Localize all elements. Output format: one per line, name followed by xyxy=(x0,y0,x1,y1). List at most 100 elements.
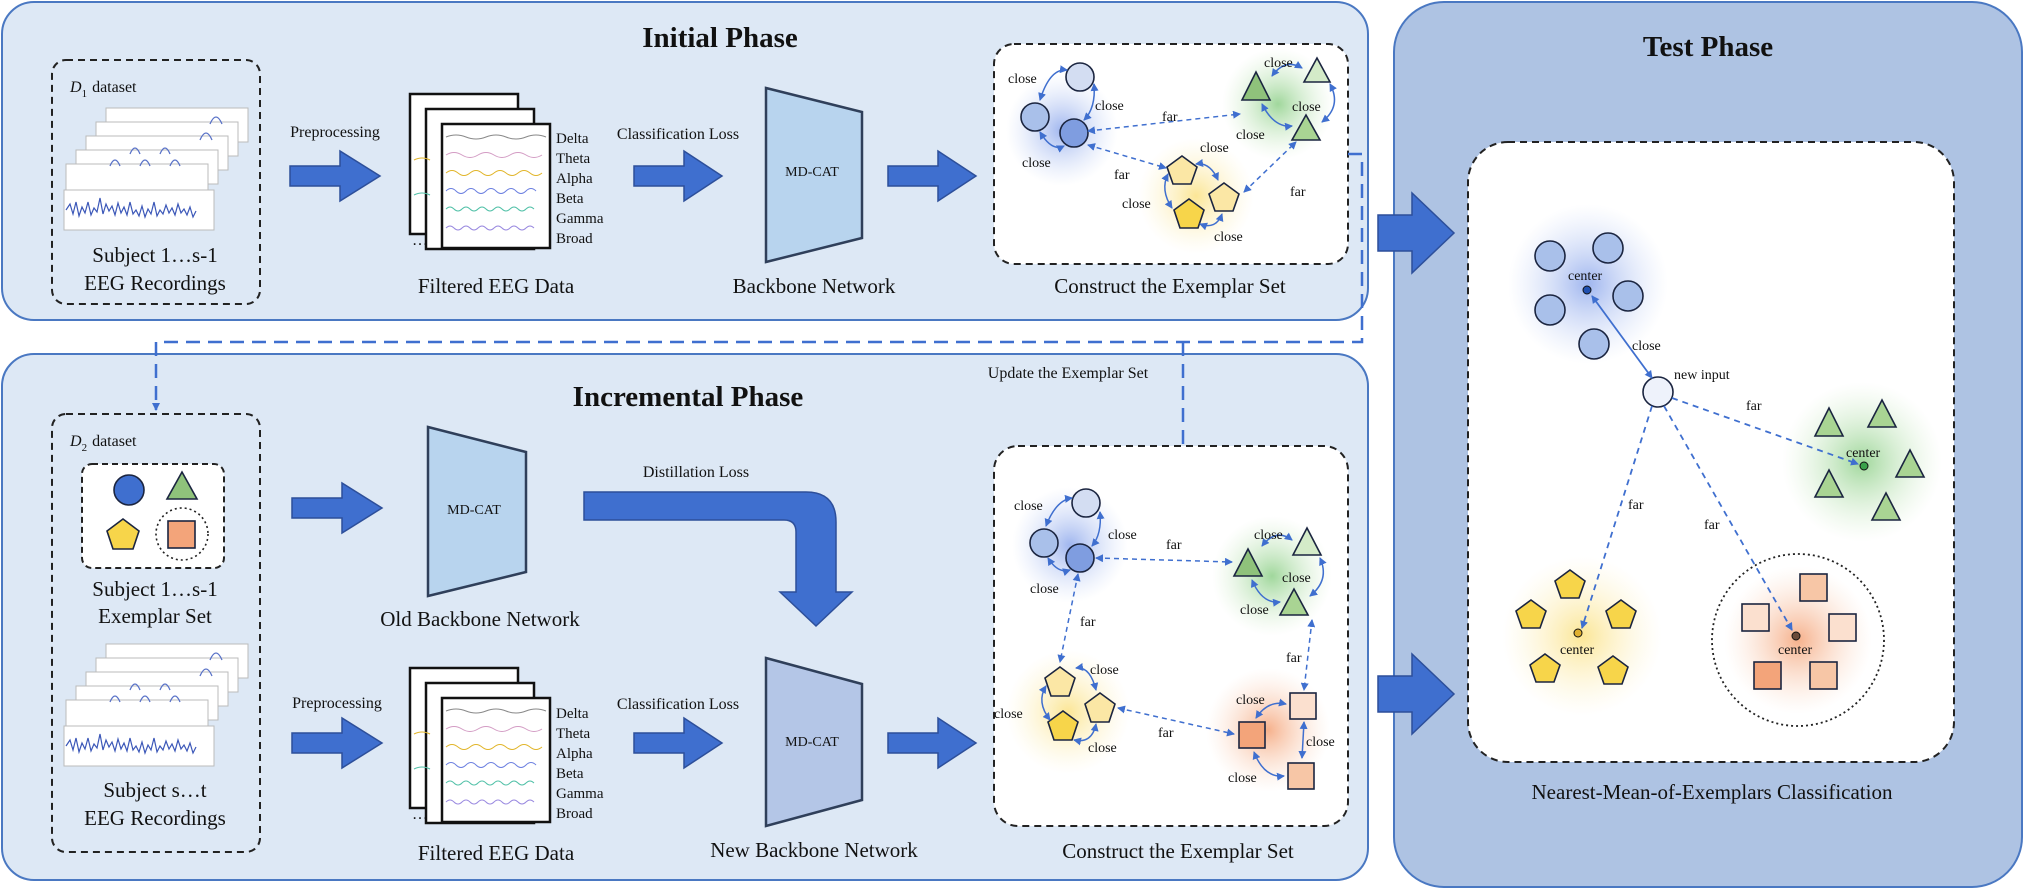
update-exemplar-label: Update the Exemplar Set xyxy=(988,365,1149,382)
svg-text:Broad: Broad xyxy=(556,231,593,247)
initial-backbone-label: Backbone Network xyxy=(733,274,896,298)
pentagon-class-icon xyxy=(106,518,140,550)
test-far-green: far xyxy=(1746,399,1762,414)
pentagon-class-icon xyxy=(1597,655,1629,685)
svg-text:close: close xyxy=(1236,128,1265,143)
initial-dots: … xyxy=(412,232,428,249)
circle-class-icon xyxy=(1578,328,1610,360)
square-class-icon xyxy=(1799,573,1828,602)
circle-class-icon xyxy=(1029,528,1059,558)
svg-text:Delta: Delta xyxy=(556,706,589,722)
triangle-class-icon xyxy=(1290,113,1322,141)
pentagon-class-icon xyxy=(1173,198,1205,229)
triangle-class-icon xyxy=(165,470,199,500)
circle-class-icon xyxy=(1065,543,1095,573)
block-arrow-icon xyxy=(291,481,384,535)
svg-text:Beta: Beta xyxy=(556,191,584,207)
svg-text:Theta: Theta xyxy=(556,726,590,742)
d2-exemplar-line2: Exemplar Set xyxy=(98,604,212,628)
triangle-class-icon xyxy=(1813,406,1845,437)
incremental-phase-title: Incremental Phase xyxy=(573,381,804,413)
test-far-orange: far xyxy=(1704,518,1720,533)
distillation-arrow-icon xyxy=(583,491,854,628)
svg-text:close: close xyxy=(1264,56,1293,71)
svg-text:Theta: Theta xyxy=(556,151,590,167)
initial-model-label: MD-CAT xyxy=(785,165,839,180)
trapezoid-network-icon xyxy=(764,656,864,828)
block-arrow-icon xyxy=(291,716,384,770)
square-class-icon xyxy=(167,520,196,549)
svg-text:close: close xyxy=(1214,230,1243,245)
circle-class-icon xyxy=(113,474,145,506)
incremental-exemplar-clusters: close close close far far close close cl… xyxy=(994,487,1335,792)
old-backbone-label: Old Backbone Network xyxy=(380,607,580,631)
test-center-green: center xyxy=(1846,446,1881,461)
svg-text:close: close xyxy=(1088,741,1117,756)
incremental-class-loss-label: Classification Loss xyxy=(617,696,739,713)
distillation-label: Distillation Loss xyxy=(643,464,749,481)
square-class-icon xyxy=(1289,692,1317,720)
svg-text:close: close xyxy=(1022,156,1051,171)
band-labels-initial: Delta Theta Alpha Beta Gamma Broad xyxy=(556,131,604,247)
test-phase-title: Test Phase xyxy=(1643,31,1773,63)
update-exemplar-connector xyxy=(152,152,1364,411)
triangle-class-icon xyxy=(1813,468,1845,498)
initial-filtered-label: Filtered EEG Data xyxy=(418,274,575,298)
svg-text:far: far xyxy=(1166,538,1182,553)
initial-phase-title: Initial Phase xyxy=(642,22,798,54)
triangle-class-icon xyxy=(1240,70,1272,101)
dotted-ring xyxy=(1711,553,1885,727)
svg-text:close: close xyxy=(1122,197,1151,212)
circle-class-icon xyxy=(1592,232,1624,264)
triangle-class-icon xyxy=(1291,526,1323,556)
d2-dataset-box xyxy=(51,413,261,853)
incremental-preprocessing-label: Preprocessing xyxy=(292,695,382,712)
svg-text:close: close xyxy=(1282,571,1311,586)
square-class-icon xyxy=(1828,613,1857,642)
square-class-icon xyxy=(1753,661,1782,690)
svg-text:Gamma: Gamma xyxy=(556,211,604,227)
pentagon-class-icon xyxy=(1515,599,1547,629)
test-center-orange: center xyxy=(1778,643,1813,658)
svg-text:Delta: Delta xyxy=(556,131,589,147)
pentagon-class-icon xyxy=(1554,569,1586,599)
triangle-class-icon xyxy=(1278,587,1310,616)
svg-text:far: far xyxy=(1158,726,1174,741)
triangle-class-icon xyxy=(1302,56,1332,83)
svg-text:far: far xyxy=(1162,110,1178,125)
svg-text:close: close xyxy=(1008,72,1037,87)
pentagon-class-icon xyxy=(1084,692,1116,723)
triangle-class-icon xyxy=(1232,547,1264,577)
triangle-class-icon xyxy=(1894,448,1926,478)
test-close-label: close xyxy=(1632,339,1661,354)
svg-text:close: close xyxy=(1306,735,1335,750)
svg-text:far: far xyxy=(1114,168,1130,183)
block-arrow-icon xyxy=(633,716,724,770)
square-class-icon xyxy=(1238,721,1266,749)
svg-text:close: close xyxy=(1228,771,1257,786)
eeg-waveform-incremental xyxy=(65,733,197,755)
test-clusters xyxy=(1502,204,1942,727)
new-model-label: MD-CAT xyxy=(785,735,839,750)
test-center-yellow: center xyxy=(1560,643,1595,658)
triangle-class-icon xyxy=(1870,491,1902,521)
svg-text:Alpha: Alpha xyxy=(556,171,593,187)
square-class-icon xyxy=(1741,603,1770,632)
band-labels-incremental: Delta Theta Alpha Beta Gamma Broad xyxy=(556,706,604,822)
block-arrow-icon xyxy=(1377,652,1456,736)
circle-class-icon xyxy=(1071,488,1101,518)
svg-text:close: close xyxy=(1108,528,1137,543)
svg-text:close: close xyxy=(1200,141,1229,156)
filtered-eeg-initial xyxy=(408,92,552,251)
svg-text:close: close xyxy=(1292,100,1321,115)
svg-text:far: far xyxy=(1080,615,1096,630)
pentagon-class-icon xyxy=(1166,155,1198,185)
eeg-waveform-initial xyxy=(65,197,197,219)
eeg-stack-initial xyxy=(63,107,249,231)
filtered-eeg-incremental xyxy=(408,666,552,825)
test-far-yellow: far xyxy=(1628,498,1644,513)
incremental-exemplar-label: Construct the Exemplar Set xyxy=(1062,839,1294,863)
svg-text:Beta: Beta xyxy=(556,766,584,782)
